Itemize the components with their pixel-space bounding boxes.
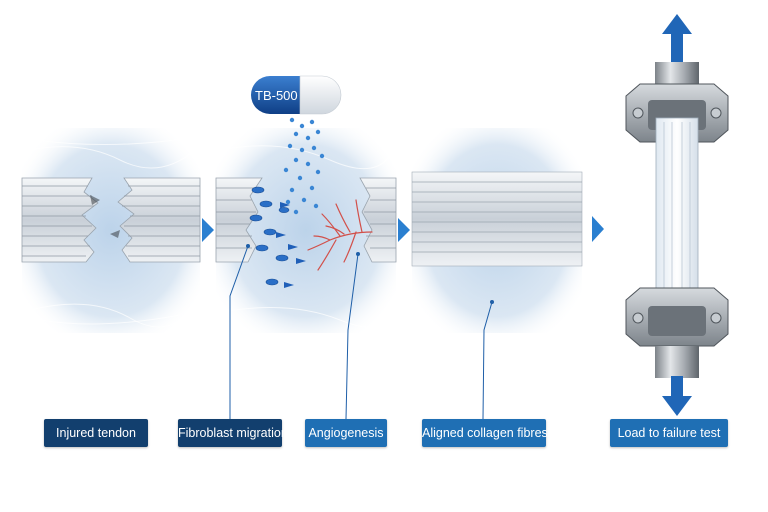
arrow-right-icon: [398, 218, 410, 242]
label-load-to-failure-test: Load to failure test: [610, 419, 728, 447]
leader-lines: [229, 245, 493, 420]
arrow-up-icon: [662, 14, 692, 64]
panel-aligned-fibres: [411, 128, 583, 333]
capsule-icon: TB-500: [251, 75, 342, 115]
label-injured-tendon: Injured tendon: [44, 419, 148, 447]
label-fibroblast-migration: Fibroblast migration: [178, 419, 288, 447]
load-test-rig: [625, 14, 729, 416]
arrow-right-icon: [202, 218, 214, 242]
panel-healing: [215, 117, 397, 333]
arrow-right-icon: [592, 216, 604, 242]
capsule-label: TB-500: [255, 88, 298, 103]
arrow-down-icon: [662, 376, 692, 416]
panel-injured-tendon: [21, 128, 201, 333]
label-angiogenesis: Angiogenesis: [305, 419, 387, 447]
label-aligned-collagen-fibres: Aligned collagen fibres: [422, 419, 548, 447]
